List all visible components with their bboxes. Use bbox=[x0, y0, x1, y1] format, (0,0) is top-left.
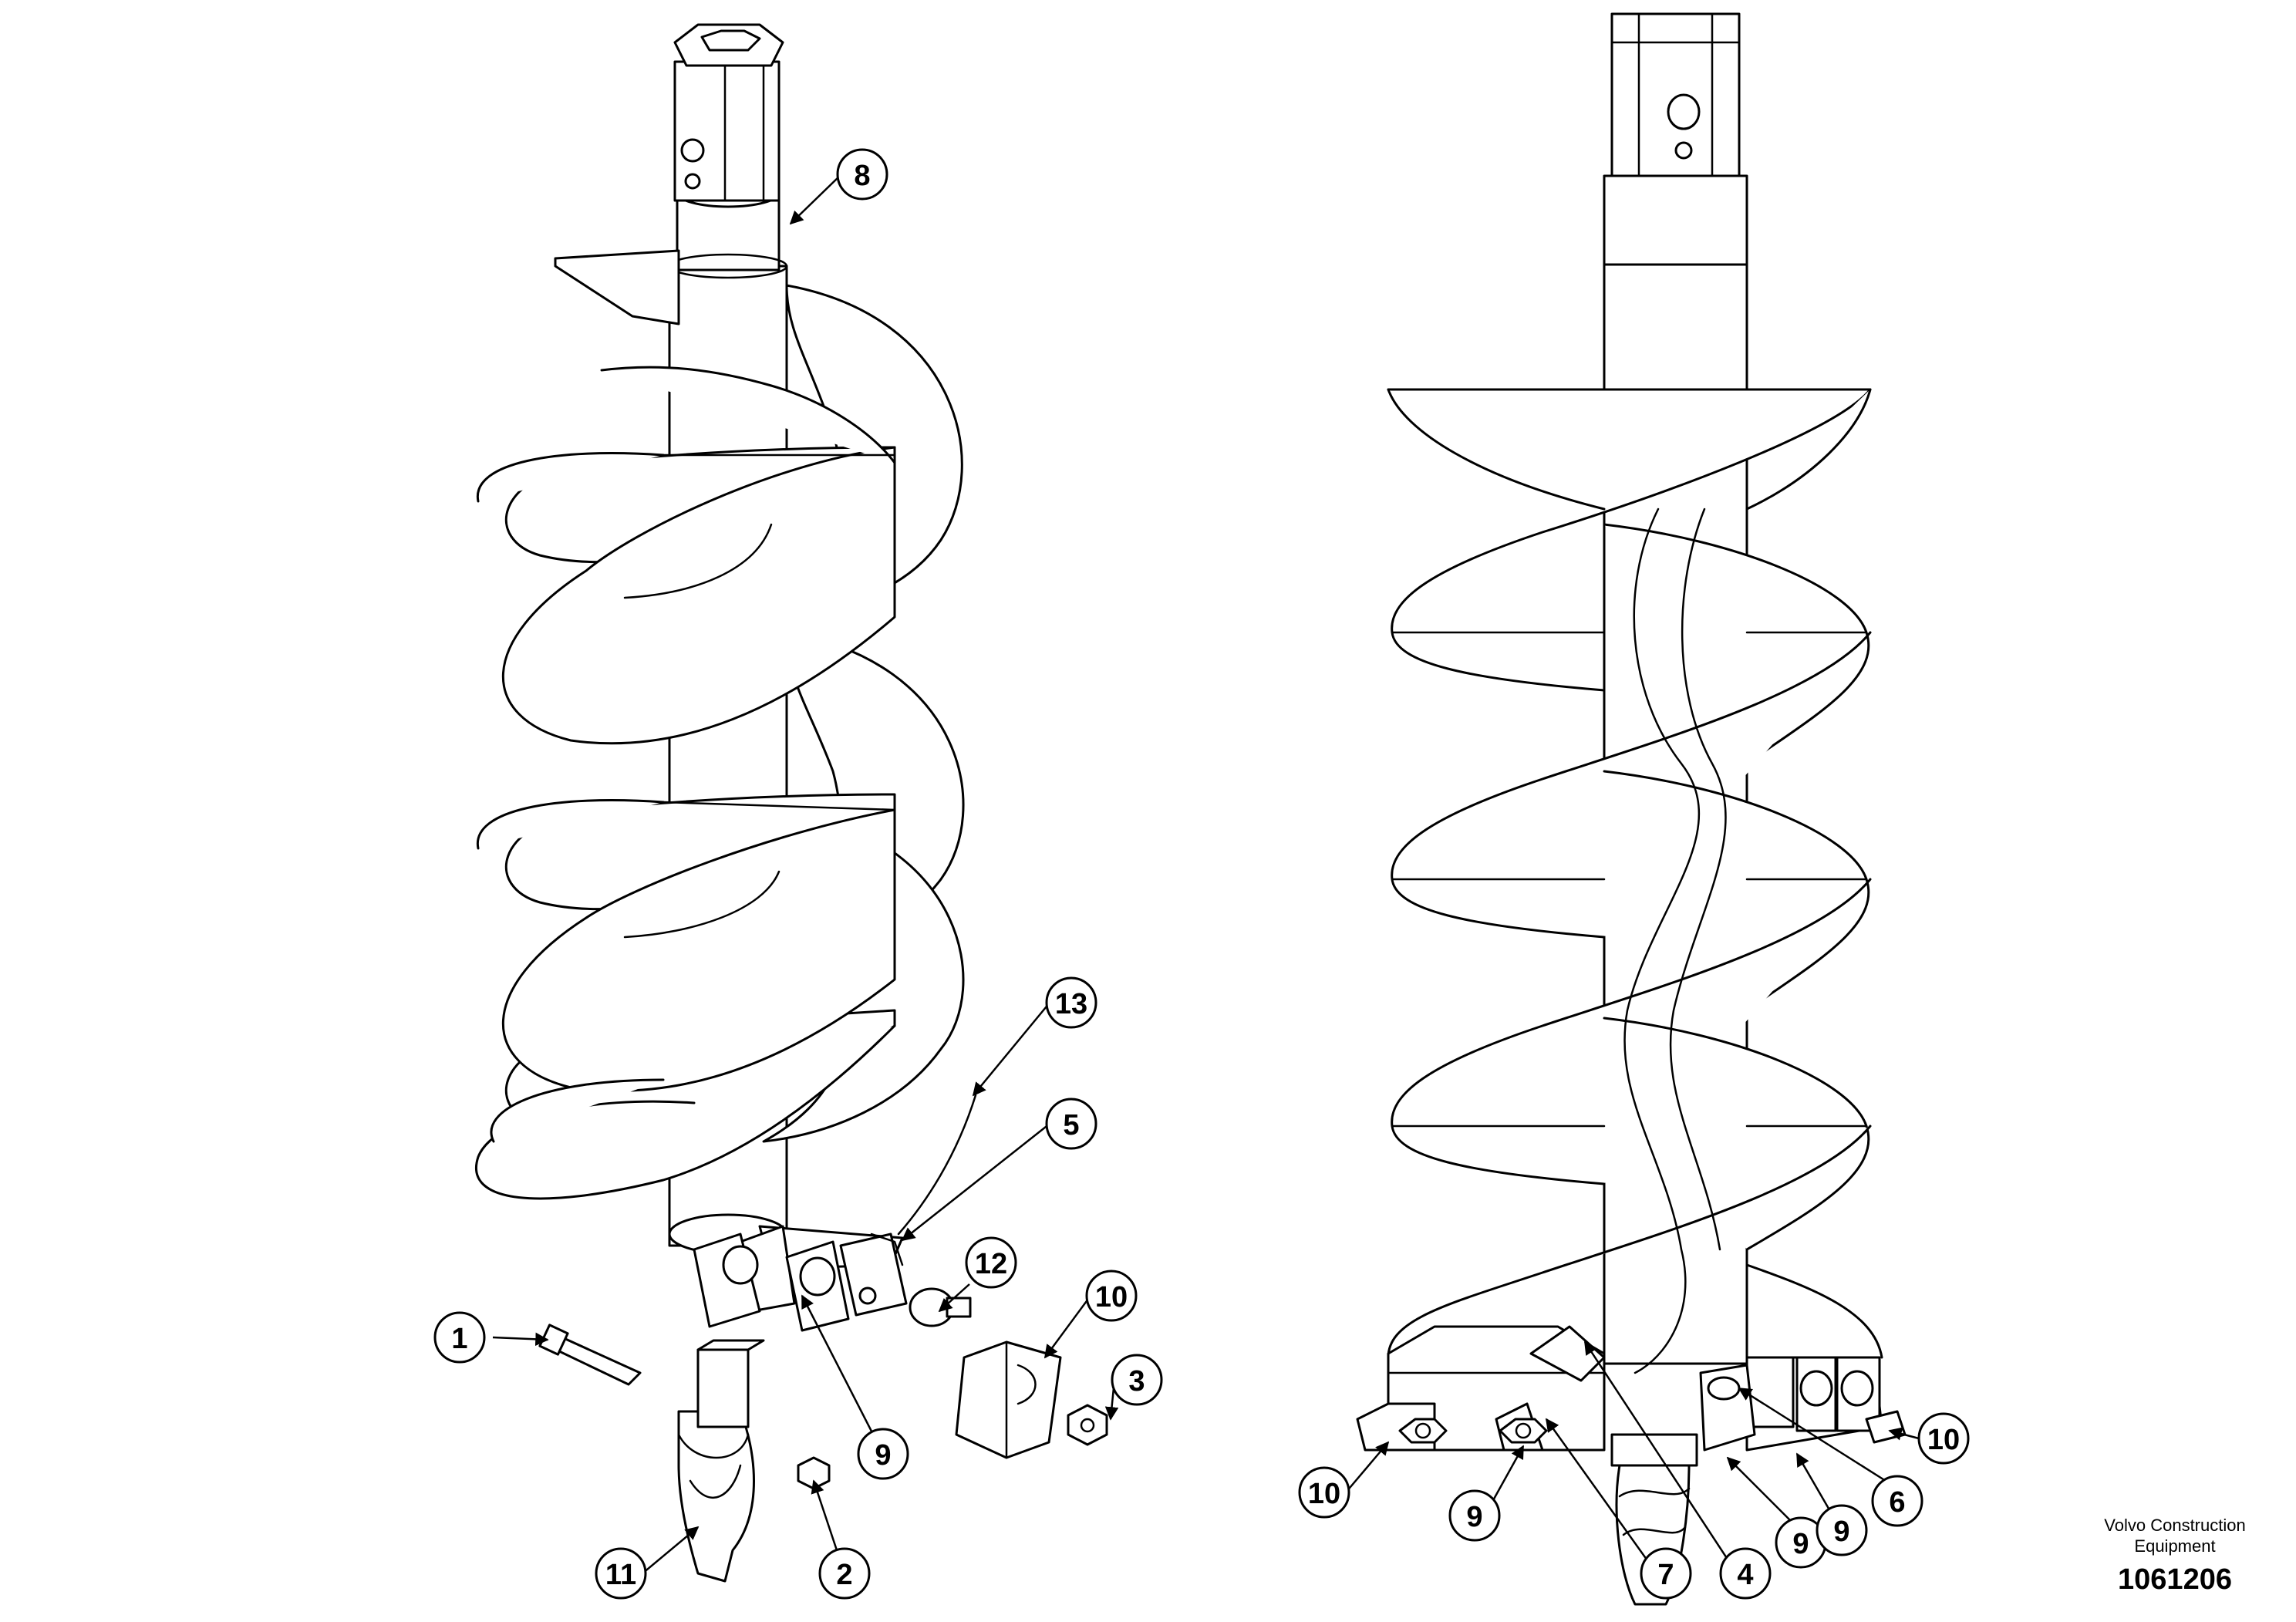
svg-text:11: 11 bbox=[605, 1559, 636, 1591]
callout-13[interactable]: 13 bbox=[1045, 976, 1097, 1029]
callouts-right: 10 9 7 4 9 9 6 10 bbox=[1298, 1412, 1970, 1600]
auger-flights-left bbox=[475, 284, 965, 1200]
company-name-line1: Volvo Construction bbox=[2104, 1516, 2245, 1535]
callout-5[interactable]: 5 bbox=[1045, 1098, 1097, 1150]
flight-start-plate bbox=[554, 249, 680, 325]
callout-9-right-a[interactable]: 9 bbox=[1448, 1489, 1501, 1542]
callouts-left: 8 13 5 12 10 1 3 9 bbox=[433, 148, 1163, 1600]
company-name-line2: Equipment bbox=[2134, 1536, 2215, 1556]
svg-text:10: 10 bbox=[1308, 1478, 1340, 1510]
callout-9-right-c[interactable]: 9 bbox=[1816, 1504, 1868, 1556]
callout-4[interactable]: 4 bbox=[1719, 1547, 1772, 1600]
callout-9-left[interactable]: 9 bbox=[857, 1428, 909, 1480]
callout-1[interactable]: 1 bbox=[433, 1311, 486, 1364]
svg-text:1: 1 bbox=[451, 1323, 467, 1355]
svg-text:7: 7 bbox=[1657, 1559, 1674, 1591]
callout-7[interactable]: 7 bbox=[1640, 1547, 1692, 1600]
svg-text:2: 2 bbox=[836, 1559, 852, 1591]
callout-9-right-b[interactable]: 9 bbox=[1775, 1516, 1827, 1569]
auger-left-view bbox=[475, 23, 977, 1332]
svg-text:12: 12 bbox=[975, 1248, 1007, 1280]
figure-caption: Volvo Construction Equipment 1061206 bbox=[2104, 1516, 2245, 1596]
svg-text:5: 5 bbox=[1063, 1109, 1079, 1141]
nut-10-right-left bbox=[1398, 1418, 1448, 1444]
nut-3 bbox=[1067, 1404, 1108, 1446]
callout-10-right-b[interactable]: 10 bbox=[1917, 1412, 1970, 1465]
loose-parts bbox=[538, 1287, 1108, 1583]
auger-right-view bbox=[1356, 12, 1907, 1606]
tooth-10 bbox=[955, 1340, 1062, 1459]
svg-text:10: 10 bbox=[1927, 1424, 1960, 1456]
callout-11[interactable]: 11 bbox=[595, 1547, 647, 1600]
callout-10-left[interactable]: 10 bbox=[1085, 1270, 1138, 1322]
svg-text:10: 10 bbox=[1095, 1281, 1128, 1313]
base-tooth-holder-right bbox=[1356, 1325, 1907, 1606]
pin-12 bbox=[909, 1287, 972, 1327]
callout-10-right-a[interactable]: 10 bbox=[1298, 1466, 1350, 1519]
auger-flights-right bbox=[1387, 388, 1883, 1374]
callout-6[interactable]: 6 bbox=[1871, 1475, 1923, 1527]
bolt-1 bbox=[538, 1324, 642, 1386]
svg-text:9: 9 bbox=[1792, 1528, 1809, 1560]
figure-number: 1061206 bbox=[2118, 1563, 2232, 1596]
svg-text:13: 13 bbox=[1055, 988, 1087, 1020]
callout-3[interactable]: 3 bbox=[1111, 1354, 1163, 1406]
nut-9-right-left bbox=[1499, 1418, 1548, 1444]
shaft-collar-right bbox=[1603, 174, 1748, 266]
callout-8[interactable]: 8 bbox=[836, 148, 888, 201]
svg-text:6: 6 bbox=[1889, 1486, 1905, 1519]
svg-text:3: 3 bbox=[1128, 1365, 1145, 1398]
callout-2[interactable]: 2 bbox=[818, 1547, 871, 1600]
nut-2 bbox=[797, 1456, 831, 1490]
svg-text:9: 9 bbox=[1466, 1501, 1482, 1533]
pilot-tip-11 bbox=[677, 1339, 765, 1583]
svg-text:9: 9 bbox=[1833, 1516, 1849, 1548]
svg-text:4: 4 bbox=[1737, 1559, 1753, 1591]
svg-text:9: 9 bbox=[875, 1439, 891, 1472]
svg-text:8: 8 bbox=[854, 160, 870, 192]
cutter-4 bbox=[1529, 1325, 1606, 1382]
tooth-holder-left bbox=[693, 1225, 908, 1332]
callout-leaders bbox=[492, 174, 1920, 1574]
callout-12[interactable]: 12 bbox=[965, 1236, 1017, 1289]
pilot-bit-7 bbox=[1610, 1433, 1698, 1606]
